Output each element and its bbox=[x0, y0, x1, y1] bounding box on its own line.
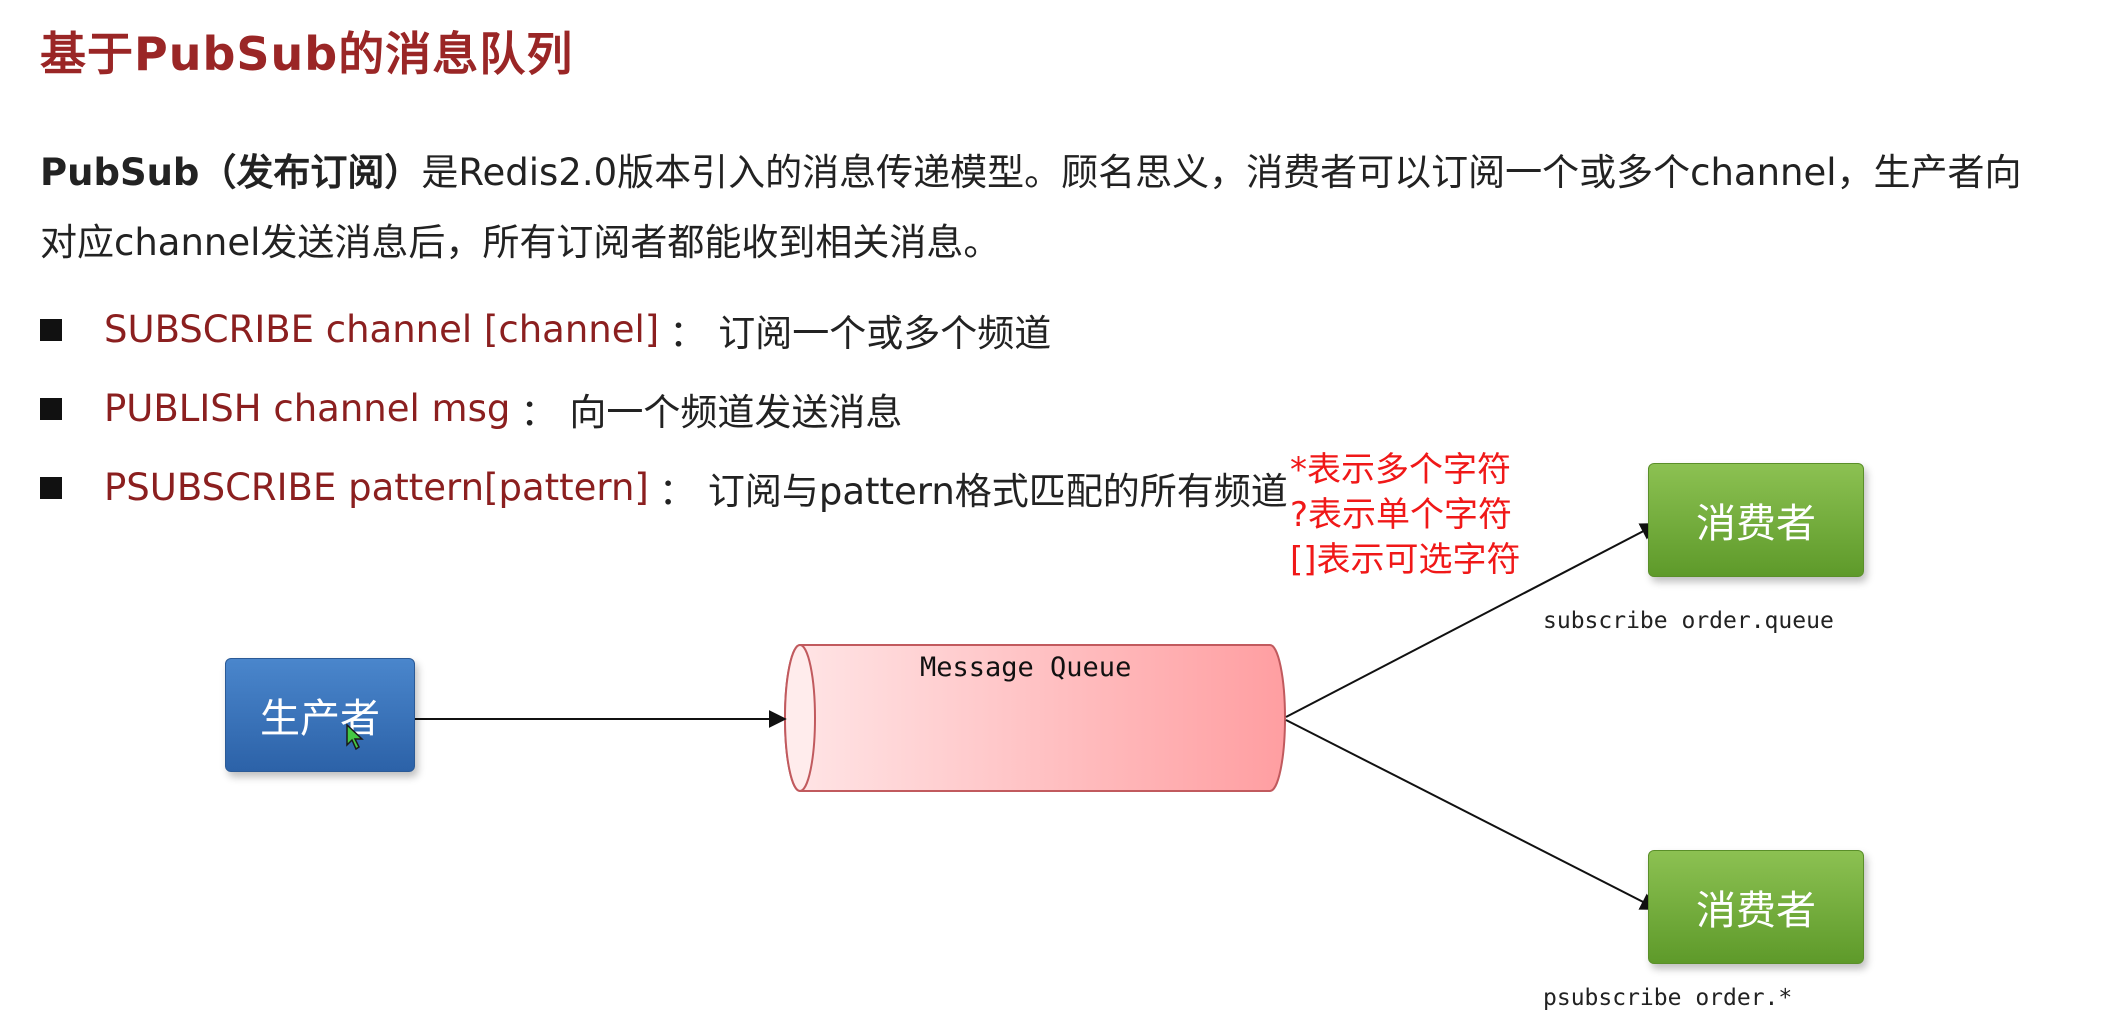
queue-to-consumer1-arrow bbox=[1285, 523, 1659, 718]
consumer-1-caption: subscribe order.queue bbox=[1543, 608, 1834, 634]
command-name: PSUBSCRIBE pattern[pattern] bbox=[104, 466, 649, 509]
slide-title: 基于PubSub的消息队列 bbox=[40, 27, 574, 81]
command-description: 订阅与pattern格式匹配的所有频道 bbox=[707, 469, 1288, 513]
command-name: PUBLISH channel msg bbox=[104, 387, 511, 430]
intro-term: PubSub（发布订阅） bbox=[40, 151, 422, 194]
bullet-square-icon bbox=[40, 476, 62, 499]
consumer-2-caption: psubscribe order.* bbox=[1543, 985, 1793, 1011]
intro-text: 是Redis2.0版本引入的消息传递模型。顾名思义，消费者可以订阅一个或多个ch… bbox=[40, 151, 2022, 264]
list-item: PSUBSCRIBE pattern[pattern] ： 订阅与pattern… bbox=[40, 448, 1288, 527]
consumer-box-1: 消费者 bbox=[1648, 463, 1864, 577]
pattern-note: *表示多个字符 ?表示单个字符 []表示可选字符 bbox=[1290, 448, 1521, 583]
intro-paragraph: PubSub（发布订阅）是Redis2.0版本引入的消息传递模型。顾名思义，消费… bbox=[40, 138, 2040, 278]
command-description: 订阅一个或多个频道 bbox=[718, 311, 1052, 355]
message-queue-label: Message Queue bbox=[920, 652, 1132, 683]
command-separator: ： bbox=[669, 311, 707, 355]
consumer-box-2: 消费者 bbox=[1648, 850, 1864, 964]
producer-label: 生产者 bbox=[260, 696, 380, 742]
command-list: SUBSCRIBE channel [channel] ： 订阅一个或多个频道 … bbox=[40, 290, 1288, 527]
pattern-note-line: *表示多个字符 bbox=[1290, 450, 1511, 490]
list-item: SUBSCRIBE channel [channel] ： 订阅一个或多个频道 bbox=[40, 290, 1288, 369]
command-description: 向一个频道发送消息 bbox=[569, 390, 903, 434]
queue-to-consumer2-arrow bbox=[1285, 719, 1659, 910]
bullet-square-icon bbox=[40, 397, 62, 420]
mouse-cursor-icon bbox=[346, 723, 364, 751]
producer-box: 生产者 bbox=[225, 658, 415, 772]
consumer-label: 消费者 bbox=[1696, 501, 1816, 547]
command-separator: ： bbox=[658, 469, 696, 513]
pattern-note-line: []表示可选字符 bbox=[1290, 540, 1521, 580]
list-item: PUBLISH channel msg ： 向一个频道发送消息 bbox=[40, 369, 1288, 448]
command-name: SUBSCRIBE channel [channel] bbox=[104, 308, 660, 351]
pattern-note-line: ?表示单个字符 bbox=[1290, 495, 1513, 535]
bullet-square-icon bbox=[40, 318, 62, 341]
message-queue-cylinder bbox=[784, 644, 1286, 792]
consumer-label: 消费者 bbox=[1696, 888, 1816, 934]
command-separator: ： bbox=[520, 390, 558, 434]
